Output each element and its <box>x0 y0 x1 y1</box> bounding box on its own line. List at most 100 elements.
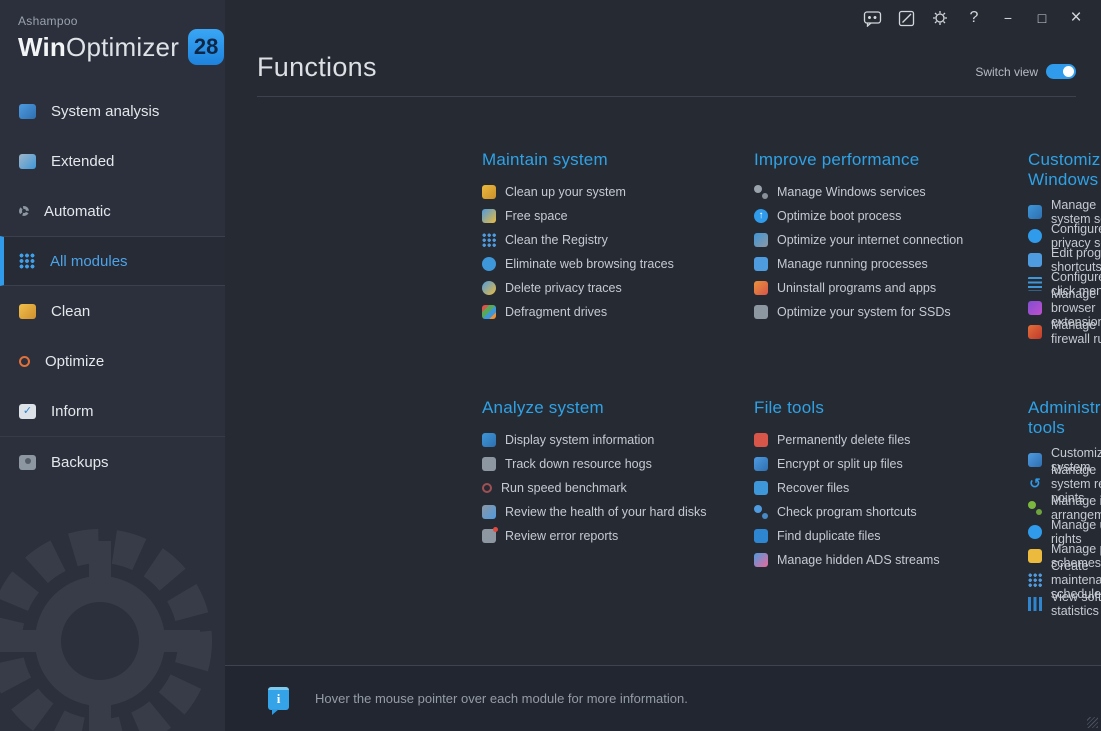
running-processes-monitor-icon <box>754 257 768 271</box>
module-optimize-boot-process[interactable]: Optimize boot process <box>754 204 1028 228</box>
close-button[interactable]: × <box>1070 7 1082 28</box>
clean-broom-icon <box>19 303 36 319</box>
sidebar-divider <box>0 436 225 437</box>
module-manage-firewall-rules[interactable]: Manage firewall rules <box>1028 318 1101 346</box>
extended-monitor-icon <box>19 153 36 169</box>
module-encrypt-or-split-up-files[interactable]: Encrypt or split up files <box>754 452 1028 476</box>
sidebar-item-system-analysis[interactable]: System analysis <box>0 86 225 136</box>
module-optimize-your-internet-connection[interactable]: Optimize your internet connection <box>754 228 1028 252</box>
module-track-down-resource-hogs[interactable]: Track down resource hogs <box>482 452 754 476</box>
sidebar-item-optimize[interactable]: Optimize <box>0 336 225 386</box>
module-manage-running-processes[interactable]: Manage running processes <box>754 252 1028 276</box>
icon-arrangements-icon <box>1028 501 1042 515</box>
module-label: Manage icon arrangements <box>1051 494 1101 522</box>
encrypt-files-icon <box>754 457 768 471</box>
sidebar-item-extended[interactable]: Extended <box>0 136 225 186</box>
privacy-settings-shield-icon <box>1028 229 1042 243</box>
ads-streams-folder-icon <box>754 553 768 567</box>
product-name-light: Optimizer <box>66 31 180 62</box>
info-icon: i <box>268 687 289 715</box>
notes-icon[interactable] <box>891 5 921 31</box>
duplicate-files-icon <box>754 529 768 543</box>
module-label: Clean up your system <box>505 185 626 199</box>
module-permanently-delete-files[interactable]: Permanently delete files <box>754 428 1028 452</box>
sidebar-item-inform[interactable]: Inform <box>0 386 225 436</box>
module-view-software-statistics[interactable]: View software statistics <box>1028 590 1101 618</box>
product-name: WinOptimizer <box>18 32 179 63</box>
module-label: Free space <box>505 209 568 223</box>
module-label: Manage system restore points <box>1051 463 1101 505</box>
module-manage-power-schemes[interactable]: Manage power schemes <box>1028 542 1101 570</box>
gear-watermark-icon <box>0 529 212 731</box>
power-schemes-battery-icon <box>1028 549 1042 563</box>
broom-icon <box>482 185 496 199</box>
sidebar-item-backups[interactable]: Backups <box>0 437 225 487</box>
header-divider <box>257 96 1076 97</box>
module-label: Clean the Registry <box>505 233 608 247</box>
inform-clipboard-icon <box>19 403 36 419</box>
firewall-flame-icon <box>1028 325 1042 339</box>
module-customize-system[interactable]: Customize system <box>1028 446 1101 474</box>
module-review-error-reports[interactable]: Review error reports <box>482 524 754 548</box>
sidebar-item-label: Clean <box>51 302 91 320</box>
module-manage-system-restore-points[interactable]: ↺Manage system restore points <box>1028 463 1101 505</box>
module-label: Find duplicate files <box>777 529 881 543</box>
browser-traces-globe-icon <box>482 257 496 271</box>
check-shortcuts-link-icon <box>754 505 768 519</box>
category-title: Maintain system <box>482 150 608 169</box>
customize-system-laptop-icon <box>1028 453 1042 467</box>
module-manage-hidden-ads-streams[interactable]: Manage hidden ADS streams <box>754 548 1028 572</box>
maximize-button[interactable]: □ <box>1037 10 1047 26</box>
module-review-the-health-of-your-hard-disks[interactable]: Review the health of your hard disks <box>482 500 754 524</box>
module-optimize-your-system-for-ssds[interactable]: Optimize your system for SSDs <box>754 300 1028 324</box>
module-label: Manage user rights <box>1051 518 1101 546</box>
module-defragment-drives[interactable]: Defragment drives <box>482 300 754 324</box>
sidebar-item-all-modules[interactable]: All modules <box>0 236 225 286</box>
module-run-speed-benchmark[interactable]: Run speed benchmark <box>482 476 754 500</box>
info-text: Hover the mouse pointer over each module… <box>315 691 688 706</box>
sidebar-item-clean[interactable]: Clean <box>0 286 225 336</box>
user-rights-shield-icon <box>1028 525 1042 539</box>
resize-grip[interactable] <box>1087 717 1098 728</box>
ssd-icon <box>754 305 768 319</box>
module-eliminate-web-browsing-traces[interactable]: Eliminate web browsing traces <box>482 252 754 276</box>
module-manage-browser-extensions[interactable]: Manage browser extensions <box>1028 287 1101 329</box>
module-manage-system-settings[interactable]: Manage system settings <box>1028 198 1101 226</box>
module-create-maintenance-schedules[interactable]: Create maintenance schedules <box>1028 559 1101 601</box>
module-check-program-shortcuts[interactable]: Check program shortcuts <box>754 500 1028 524</box>
module-manage-windows-services[interactable]: Manage Windows services <box>754 180 1028 204</box>
context-menu-icon <box>1028 277 1042 291</box>
brand-name: Ashampoo <box>18 14 78 28</box>
module-find-duplicate-files[interactable]: Find duplicate files <box>754 524 1028 548</box>
feedback-icon[interactable] <box>857 5 887 31</box>
module-label: Create maintenance schedules <box>1051 559 1101 601</box>
product-name-bold: Win <box>18 31 67 62</box>
module-uninstall-programs-and-apps[interactable]: Uninstall programs and apps <box>754 276 1028 300</box>
defragment-blocks-icon <box>482 305 496 319</box>
module-label: Display system information <box>505 433 655 447</box>
browser-extensions-puzzle-icon <box>1028 301 1042 315</box>
module-configure-privacy-settings[interactable]: Configure privacy settings <box>1028 222 1101 250</box>
module-label: Configure right-click menus <box>1051 270 1101 298</box>
module-configure-right-click-menus[interactable]: Configure right-click menus <box>1028 270 1101 298</box>
module-clean-up-your-system[interactable]: Clean up your system <box>482 180 754 204</box>
module-recover-files[interactable]: Recover files <box>754 476 1028 500</box>
module-manage-icon-arrangements[interactable]: Manage icon arrangements <box>1028 494 1101 522</box>
page-header: Functions Switch view <box>225 0 1101 97</box>
module-display-system-information[interactable]: Display system information <box>482 428 754 452</box>
switch-view-toggle[interactable] <box>1046 64 1076 79</box>
module-edit-program-shortcuts[interactable]: Edit program shortcuts <box>1028 246 1101 274</box>
settings-icon[interactable] <box>925 5 955 31</box>
module-manage-user-rights[interactable]: Manage user rights <box>1028 518 1101 546</box>
module-clean-the-registry[interactable]: Clean the Registry <box>482 228 754 252</box>
sidebar-item-label: Optimize <box>45 352 105 370</box>
sidebar-item-label: System analysis <box>51 102 160 120</box>
delete-files-bin-icon <box>754 433 768 447</box>
help-icon[interactable]: ? <box>969 9 979 26</box>
module-free-space[interactable]: Free space <box>482 204 754 228</box>
sidebar-item-automatic[interactable]: Automatic <box>0 186 225 236</box>
module-delete-privacy-traces[interactable]: Delete privacy traces <box>482 276 754 300</box>
minimize-button[interactable]: − <box>1003 10 1013 26</box>
